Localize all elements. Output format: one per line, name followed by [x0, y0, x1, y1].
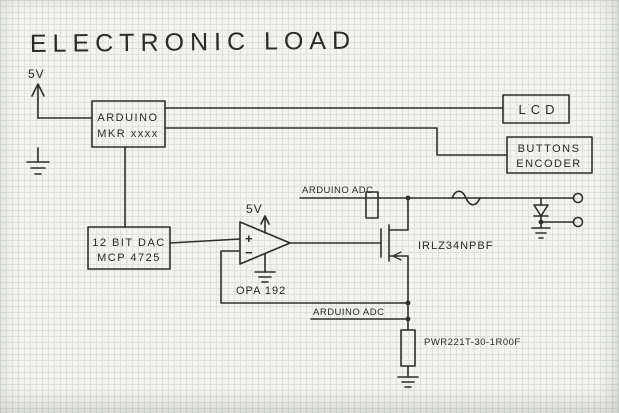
wire-arduino-buttons [164, 127, 508, 156]
opamp-supply-arrow-icon [260, 215, 270, 225]
mosfet-drain [388, 197, 409, 231]
dac-box [87, 226, 171, 270]
buttons-box [506, 136, 593, 174]
opamp-supply-label: 5V [246, 202, 263, 216]
sense-resistor [365, 191, 379, 219]
adc-top-label: ARDUINO ADC [302, 185, 373, 196]
terminal-negative [572, 216, 584, 228]
wire-feedback [220, 250, 409, 304]
wire-dac-opamp [169, 238, 241, 244]
junction-dot-diode [538, 219, 544, 225]
opamp-label: OPA 192 [236, 285, 286, 297]
opamp-minus-sign: − [245, 245, 253, 260]
mosfet-source [388, 255, 409, 331]
arduino-label-2: MKR xxxx [97, 128, 159, 140]
lcd-label: LCD [518, 102, 559, 117]
ground-icon-opamp [254, 271, 276, 283]
ground-icon-right [531, 227, 551, 239]
supply-5v-label: 5V [28, 67, 45, 81]
junction-dot-adc [405, 316, 411, 322]
shunt-resistor [400, 329, 416, 367]
encoder-label: ENCODER [516, 158, 582, 170]
fuse-squiggle [451, 190, 481, 206]
shunt-label: PWR221T-30-1R00F [424, 337, 521, 348]
dac-label-1: 12 BIT DAC [92, 237, 166, 249]
protection-diode [533, 204, 549, 217]
dac-label-2: MCP 4725 [97, 252, 161, 264]
arduino-label-1: ARDUINO [97, 112, 158, 124]
supply-arrow-icon [31, 83, 45, 97]
ground-icon-left [26, 161, 50, 175]
opamp-plus-sign: + [245, 231, 253, 246]
adc-bottom-label: ARDUINO ADC [313, 307, 384, 318]
ground-icon-shunt [397, 376, 419, 388]
lcd-box [502, 94, 570, 124]
buttons-label: BUTTONS [518, 143, 581, 155]
mosfet-arrow-icon [391, 251, 402, 261]
terminal-positive [572, 192, 584, 204]
mosfet-label: IRLZ34NPBF [418, 240, 493, 252]
arduino-box [91, 100, 166, 148]
page-title: ELECTRONIC LOAD [30, 27, 356, 58]
junction-dot-drain [405, 195, 411, 201]
